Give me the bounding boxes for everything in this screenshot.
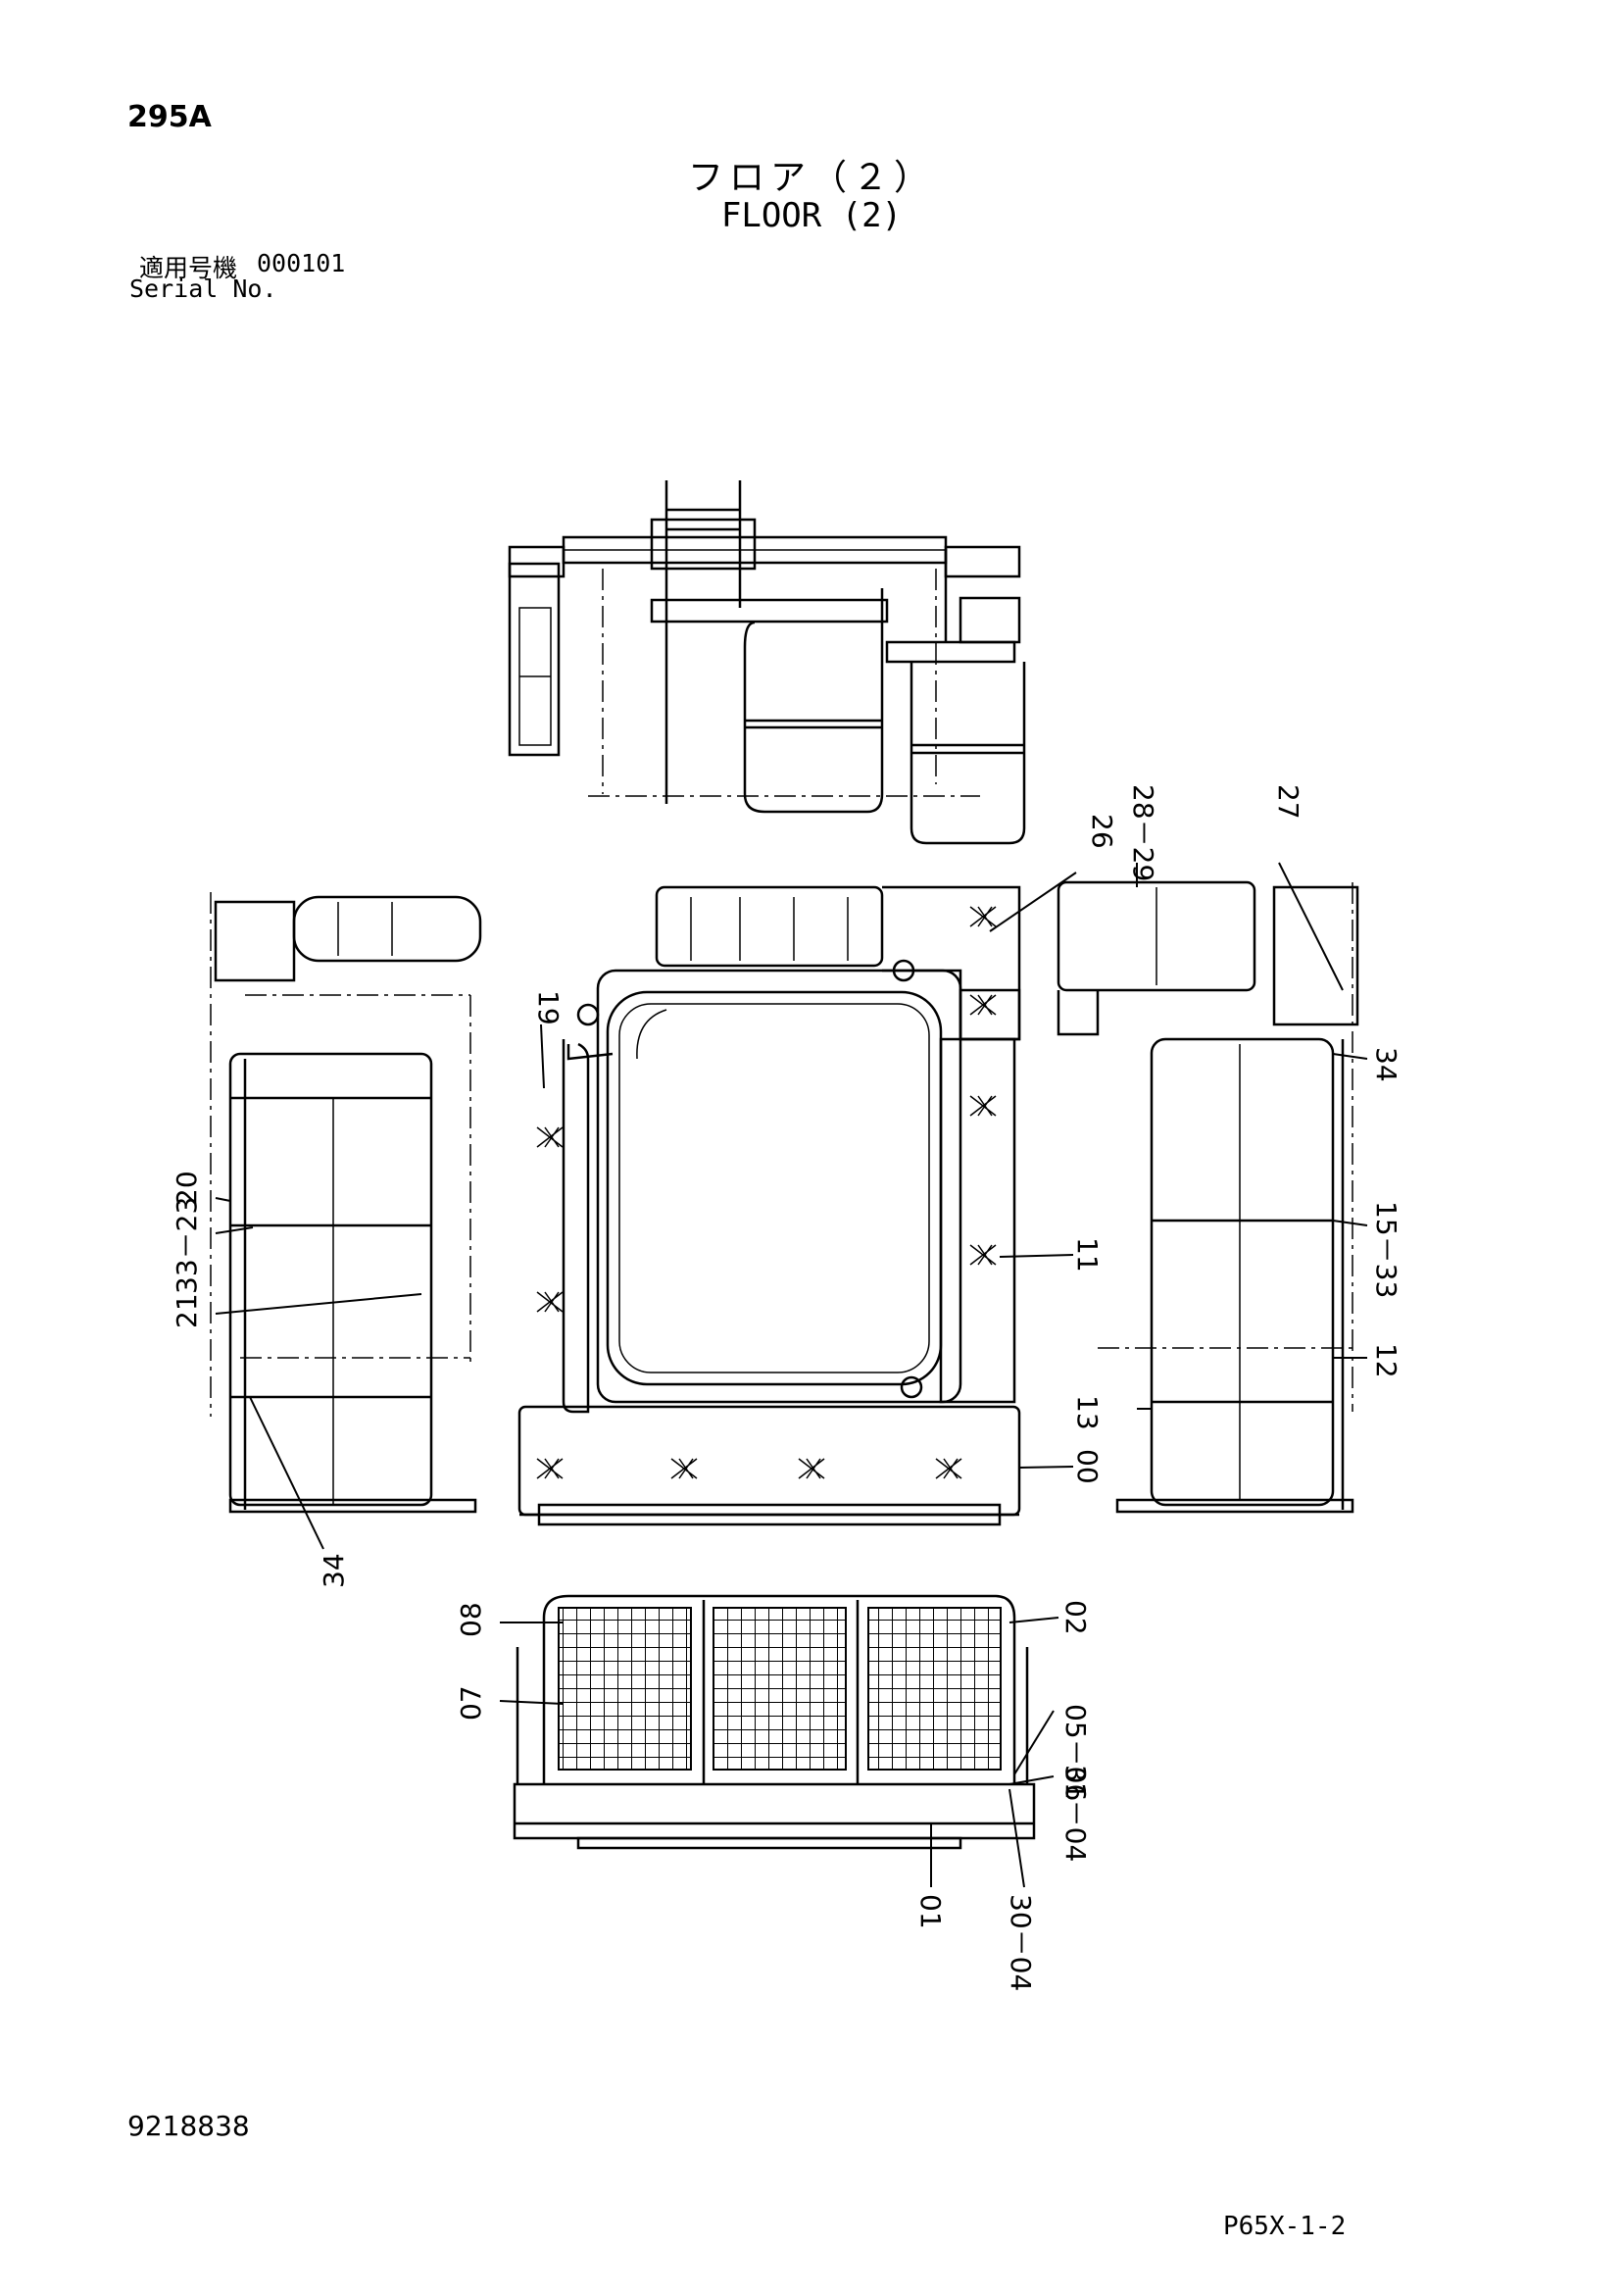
title-english: FLOOR (2) bbox=[720, 196, 903, 235]
sheet-code: P65X-1-2 bbox=[1223, 2212, 1347, 2241]
callout-28-29: 28－29 bbox=[1127, 784, 1159, 881]
callout-05-06: 05－06 bbox=[1059, 1704, 1092, 1801]
callout-12: 12 bbox=[1370, 1343, 1402, 1378]
callout-15-33: 15－33 bbox=[1370, 1201, 1402, 1298]
callout-33-23: 33－23 bbox=[171, 1197, 203, 1294]
callout-00: 00 bbox=[1071, 1449, 1104, 1484]
top-rail-assembly bbox=[508, 480, 1026, 845]
callout-11: 11 bbox=[1071, 1237, 1104, 1273]
callout-34-left: 34 bbox=[318, 1553, 350, 1588]
callout-26: 26 bbox=[1086, 814, 1118, 849]
callout-07: 07 bbox=[455, 1685, 487, 1721]
right-centerlines bbox=[1098, 882, 1353, 1412]
page-number: 295A bbox=[127, 100, 212, 134]
callout-01: 01 bbox=[914, 1894, 947, 1929]
left-handrail bbox=[214, 895, 482, 1514]
callout-31-04: 31－04 bbox=[1059, 1765, 1092, 1862]
document-number: 9218838 bbox=[127, 2110, 250, 2142]
top-centerlines bbox=[588, 569, 980, 797]
callout-08: 08 bbox=[455, 1602, 487, 1637]
right-handrail bbox=[1057, 880, 1359, 1514]
callout-02: 02 bbox=[1059, 1600, 1092, 1635]
bottom-guardrail bbox=[513, 1594, 1036, 1850]
callout-21: 21 bbox=[171, 1293, 203, 1328]
title-japanese: フロア（２） bbox=[687, 158, 935, 198]
center-floor-plan bbox=[517, 885, 1021, 1526]
callout-27: 27 bbox=[1272, 784, 1304, 820]
callout-13: 13 bbox=[1071, 1395, 1104, 1430]
bottom-mesh-panels bbox=[558, 1607, 1002, 1771]
serial-label-japanese: 適用号機 bbox=[139, 254, 238, 282]
floor-crosshatch-marks bbox=[536, 906, 997, 1479]
callout-34-right: 34 bbox=[1370, 1047, 1402, 1082]
serial-value: 000101 bbox=[257, 249, 346, 277]
callout-30-04: 30－04 bbox=[1005, 1894, 1037, 1991]
callout-19: 19 bbox=[532, 990, 565, 1025]
callout-labels: 26 28－29 27 19 34 15－33 11 12 13 00 20 3… bbox=[171, 784, 1402, 1991]
serial-label-english: Serial No. bbox=[129, 275, 277, 303]
left-centerlines bbox=[210, 892, 471, 1417]
callout-20: 20 bbox=[171, 1171, 203, 1206]
leader-lines bbox=[215, 862, 1368, 1888]
